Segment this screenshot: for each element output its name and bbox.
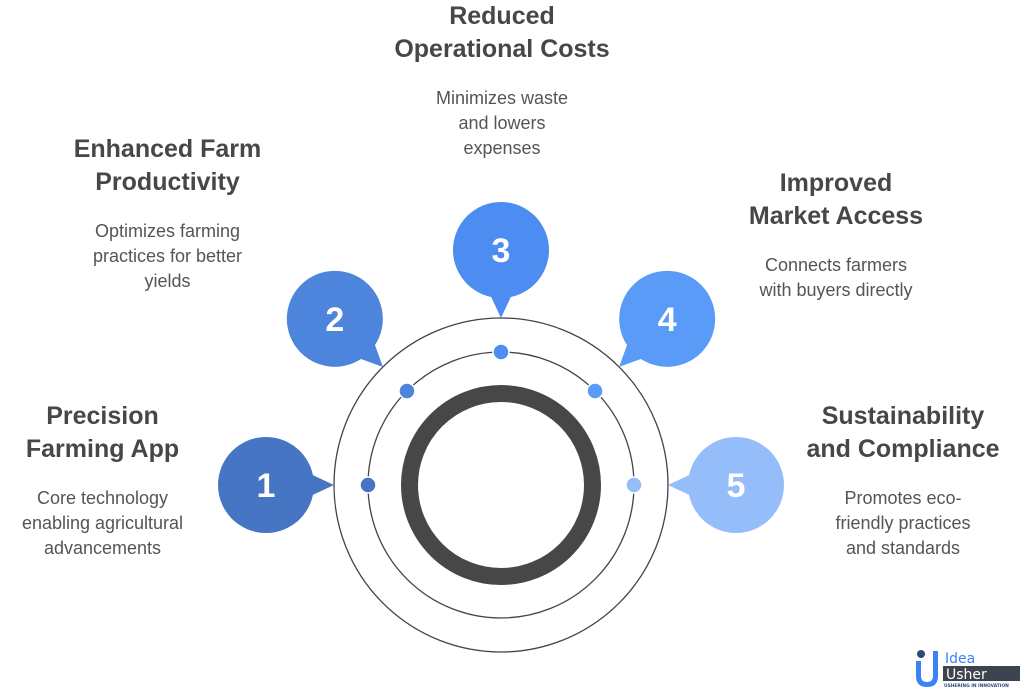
logo-dot [917,650,925,658]
ring-dot-1 [359,476,377,494]
item-title: Reduced Operational Costs [372,0,632,66]
ring-dot-2 [398,382,416,400]
bubble-circle [218,437,314,533]
outer-ring [333,317,669,653]
number-bubble-2: 2 [286,270,383,367]
idea-usher-logo: Idea Usher USHERING IN INNOVATION [916,650,1020,689]
desc-line: Connects farmers [764,255,908,275]
desc-line: Core technology [36,488,169,508]
item-title: Precision Farming App [0,400,205,466]
bubble-number: 3 [492,232,511,270]
item-description: Optimizes farming practices for better y… [50,219,285,294]
ring-dot-5 [625,476,643,494]
title-line: Sustainability [821,402,985,430]
logo-text-top: Idea [945,651,975,667]
number-bubble-4: 4 [619,270,716,367]
desc-line: practices for better [92,246,243,266]
core-ring [401,385,601,585]
title-line: Precision [46,402,159,430]
desc-line: Optimizes farming [94,221,241,241]
number-bubble-3: 3 [453,202,549,318]
item-reduced-costs: Reduced Operational Costs Minimizes wast… [372,0,632,161]
desc-line: Promotes eco- [844,488,962,508]
item-market-access: Improved Market Access Connects farmers … [730,167,942,303]
desc-line: yields [144,271,191,291]
title-line: Productivity [95,168,240,196]
item-sustainability: Sustainability and Compliance Promotes e… [792,400,1014,561]
desc-line: and lowers [458,113,546,133]
item-description: Core technology enabling agricultural ad… [0,486,205,561]
bubble-circle [453,202,549,298]
logo-u-mark [916,651,938,687]
item-description: Connects farmers with buyers directly [730,253,942,303]
logo-tagline: USHERING IN INNOVATION [944,683,1009,689]
item-precision-farming: Precision Farming App Core technology en… [0,400,205,561]
bubble-circle [688,437,784,533]
title-line: Improved [779,169,893,197]
bubble-number: 4 [658,301,677,339]
desc-line: expenses [463,138,541,158]
item-description: Minimizes waste and lowers expenses [372,86,632,161]
desc-line: and standards [845,538,961,558]
title-line: Farming App [25,435,180,463]
ring-dot-4 [586,382,604,400]
title-line: Operational Costs [394,35,610,63]
item-description: Promotes eco- friendly practices and sta… [792,486,1014,561]
bubble-number: 2 [325,301,344,339]
bubble-number: 5 [727,467,746,505]
logo-text-bottom: Usher [946,667,987,683]
desc-line: Minimizes waste [435,88,569,108]
title-line: and Compliance [806,435,1000,463]
item-title: Sustainability and Compliance [792,400,1014,466]
desc-line: friendly practices [835,513,971,533]
bubble-number: 1 [257,467,276,505]
title-line: Reduced [449,2,555,30]
item-enhanced-productivity: Enhanced Farm Productivity Optimizes far… [50,133,285,294]
title-line: Market Access [748,202,924,230]
title-line: Enhanced Farm [73,135,262,163]
bubble-circle [286,270,383,367]
desc-line: enabling agricultural [21,513,184,533]
ring-dot-3 [492,343,510,361]
desc-line: with buyers directly [759,280,913,300]
desc-line: advancements [43,538,162,558]
bubble-circle [619,270,716,367]
item-title: Enhanced Farm Productivity [50,133,285,199]
logo-text-bg [943,666,1020,681]
number-bubble-5: 5 [668,437,784,533]
number-bubble-1: 1 [218,437,334,533]
item-title: Improved Market Access [730,167,942,233]
